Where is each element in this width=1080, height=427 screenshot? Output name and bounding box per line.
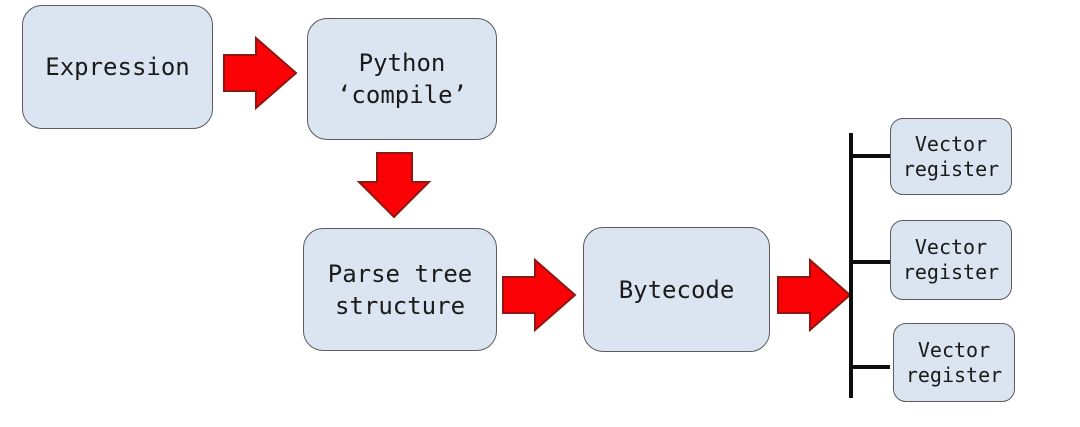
arrow-right-bytecode-to-registers-icon xyxy=(777,258,852,332)
vector-register-3-label-line1: Vector xyxy=(917,337,991,362)
bytecode-node: Bytecode xyxy=(583,227,770,352)
fanout-vertical-line xyxy=(849,133,853,398)
parse-tree-node: Parse tree structure xyxy=(303,228,497,351)
vector-register-3-label-line2: register xyxy=(905,362,1003,387)
vector-register-node-3: Vector register xyxy=(893,323,1015,402)
python-compile-node: Python ‘compile’ xyxy=(307,18,497,140)
vector-register-1-label-line2: register xyxy=(902,156,1000,181)
arrow-right-expression-to-python-icon xyxy=(223,36,298,110)
parse-tree-label-line1: Parse tree xyxy=(327,259,473,288)
expression-label: Expression xyxy=(45,53,190,81)
vector-register-node-2: Vector register xyxy=(890,220,1012,300)
python-compile-label-line2: ‘compile’ xyxy=(336,81,468,109)
python-compile-label-line1: Python xyxy=(358,49,446,77)
expression-node: Expression xyxy=(22,5,213,129)
fanout-branch-line-2 xyxy=(852,260,890,264)
fanout-branch-line-3 xyxy=(852,365,890,369)
vector-register-2-label-line1: Vector xyxy=(914,235,988,259)
fanout-branch-line-1 xyxy=(852,154,890,158)
arrow-down-python-to-parse-tree-icon xyxy=(357,152,431,219)
vector-register-2-label-line2: register xyxy=(902,260,1000,284)
bytecode-label: Bytecode xyxy=(618,275,735,304)
vector-register-1-label-line1: Vector xyxy=(914,131,988,156)
vector-register-node-1: Vector register xyxy=(890,118,1012,195)
arrow-right-parse-tree-to-bytecode-icon xyxy=(502,258,577,332)
parse-tree-label-line2: structure xyxy=(334,291,466,320)
